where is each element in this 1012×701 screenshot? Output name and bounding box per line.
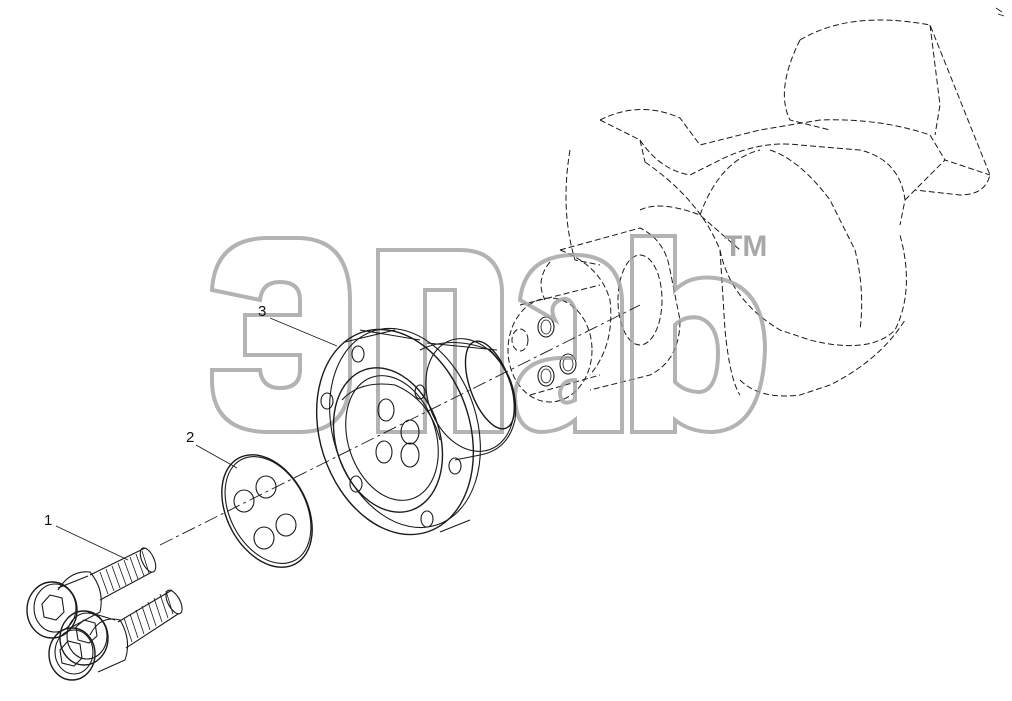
watermark-logo: TM — [209, 230, 767, 435]
corner-mark — [995, 7, 1005, 17]
callout-2: 2 — [186, 429, 238, 469]
callout-1-label: 1 — [44, 512, 52, 529]
callout-3: 3 — [258, 303, 338, 347]
part-1-bolts — [26, 547, 183, 681]
bolt-lower — [48, 589, 183, 681]
center-axis-line — [159, 304, 641, 546]
trademark-symbol: TM — [724, 230, 767, 263]
crankshaft-phantom — [507, 19, 991, 403]
callout-1: 1 — [44, 512, 129, 561]
callout-3-label: 3 — [258, 303, 266, 320]
callout-2-label: 2 — [186, 429, 194, 446]
bolt-upper — [26, 547, 157, 639]
part-2-washer-plate — [221, 454, 313, 568]
part-3-flange-hub — [315, 327, 517, 536]
